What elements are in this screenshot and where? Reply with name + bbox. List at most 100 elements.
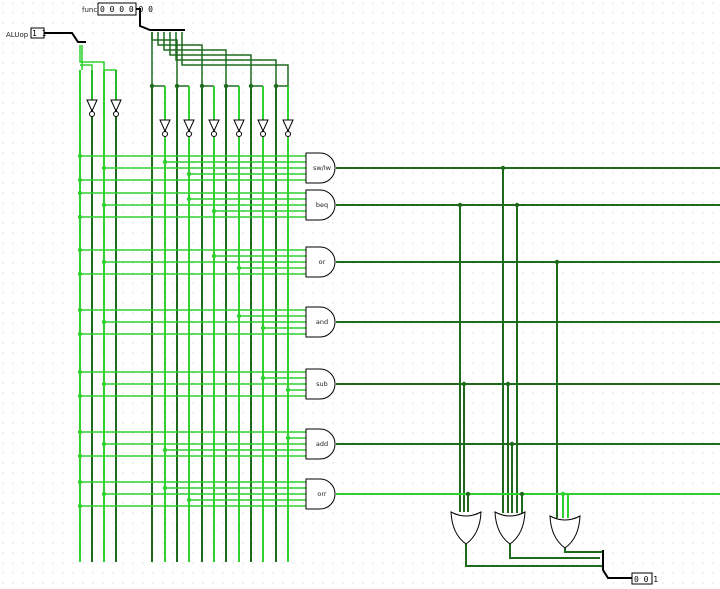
junction-dot: [149, 83, 155, 89]
junction-dot: [199, 83, 205, 89]
func-fan: [163, 32, 227, 86]
output-bus: [602, 550, 632, 579]
junction-dot: [186, 171, 192, 177]
junction-dot: [77, 369, 83, 375]
junction-dot: [186, 196, 192, 202]
and-gate-label: or: [319, 258, 326, 266]
func-value: 0 0 0 0 0 0: [100, 5, 153, 14]
func-input[interactable]: func 0 0 0 0 0 0: [82, 2, 153, 16]
junction-dot: [285, 387, 291, 393]
junction-dot: [77, 214, 83, 220]
func-fan: [181, 32, 289, 86]
not-bubble: [113, 111, 119, 117]
not-gate: [233, 119, 245, 133]
and-gate-label: orr: [317, 490, 327, 498]
junction-dot: [101, 165, 107, 171]
junction-dot: [285, 435, 291, 441]
logic-gates: sw/lw beq or and sub add orr: [86, 99, 581, 549]
junction-dot: [505, 381, 511, 387]
junction-dot: [223, 83, 229, 89]
inv-feed: [104, 69, 117, 100]
not-bubble: [162, 131, 168, 137]
inv-feed: [80, 64, 93, 100]
junction-dot: [77, 247, 83, 253]
not-gate: [257, 119, 269, 133]
and-gate-label: and: [316, 318, 328, 326]
junction-dot: [77, 271, 83, 277]
junction-dot: [77, 153, 83, 159]
junction-dot: [77, 190, 83, 196]
junction-dot: [514, 202, 520, 208]
junction-dot: [236, 265, 242, 271]
or-output: [564, 548, 603, 553]
junction-dot: [457, 202, 463, 208]
junction-dot: [77, 307, 83, 313]
junction-dot: [236, 313, 242, 319]
junction-dot: [461, 381, 467, 387]
junction-dot: [273, 83, 279, 89]
junction-dot: [77, 479, 83, 485]
junction-dot: [77, 331, 83, 337]
not-gate: [183, 119, 195, 133]
junction-dot: [509, 441, 515, 447]
not-bubble: [89, 111, 95, 117]
not-bubble: [285, 131, 291, 137]
aluop-wire: [44, 32, 86, 43]
junction-dot: [248, 83, 254, 89]
and-gate-1: beq: [305, 189, 336, 221]
or-output: [509, 544, 600, 559]
junction-dot: [554, 259, 560, 265]
and-gate-0: sw/lw: [305, 152, 336, 184]
func-wire: [136, 8, 185, 31]
junction-dot: [211, 253, 217, 259]
not-bubble: [260, 131, 266, 137]
not-gate: [282, 119, 294, 133]
or-gate: [450, 511, 482, 545]
junction-dot: [260, 325, 266, 331]
junction-dot: [77, 429, 83, 435]
junction-dot: [101, 441, 107, 447]
and-gate-label: beq: [316, 201, 328, 209]
junction-dot: [101, 319, 107, 325]
and-gate-3: and: [305, 306, 336, 338]
junction-dot: [101, 259, 107, 265]
output-value: 0 0 1: [634, 575, 658, 584]
junction-dots: [77, 83, 566, 509]
or-output: [465, 544, 603, 567]
not-gate: [110, 99, 122, 113]
func-label: func: [82, 6, 97, 14]
aluop-split: [79, 45, 105, 70]
junction-dot: [260, 375, 266, 381]
aluop-label: ALUop: [6, 31, 29, 39]
and-gate-2: or: [305, 246, 336, 278]
junction-dot: [101, 381, 107, 387]
func-fan: [169, 32, 252, 86]
junction-dot: [186, 497, 192, 503]
junction-dot: [500, 165, 506, 171]
junction-dot: [174, 83, 180, 89]
or-gate: [494, 511, 526, 545]
junction-dot: [162, 485, 168, 491]
light-wires: [79, 45, 720, 562]
junction-dot: [77, 503, 83, 509]
not-gate: [86, 99, 98, 113]
junction-dot: [519, 491, 525, 497]
junction-dot: [77, 177, 83, 183]
aluop-input[interactable]: ALUop 1 1: [6, 27, 47, 39]
and-gate-label: sw/lw: [313, 164, 332, 172]
and-gate-5: add: [305, 428, 336, 460]
junction-dot: [211, 208, 217, 214]
and-gate-label: add: [316, 440, 328, 448]
and-gate-label: sub: [316, 380, 328, 388]
alu-control-output: 0 0 1: [631, 572, 658, 585]
aluop-value: 1 1: [32, 29, 47, 38]
or-gate: [549, 515, 581, 549]
junction-dot: [560, 491, 566, 497]
junction-dot: [162, 159, 168, 165]
dark-wires: [44, 8, 720, 579]
not-bubble: [236, 131, 242, 137]
junction-dot: [465, 491, 471, 497]
not-bubble: [186, 131, 192, 137]
junction-dot: [101, 202, 107, 208]
